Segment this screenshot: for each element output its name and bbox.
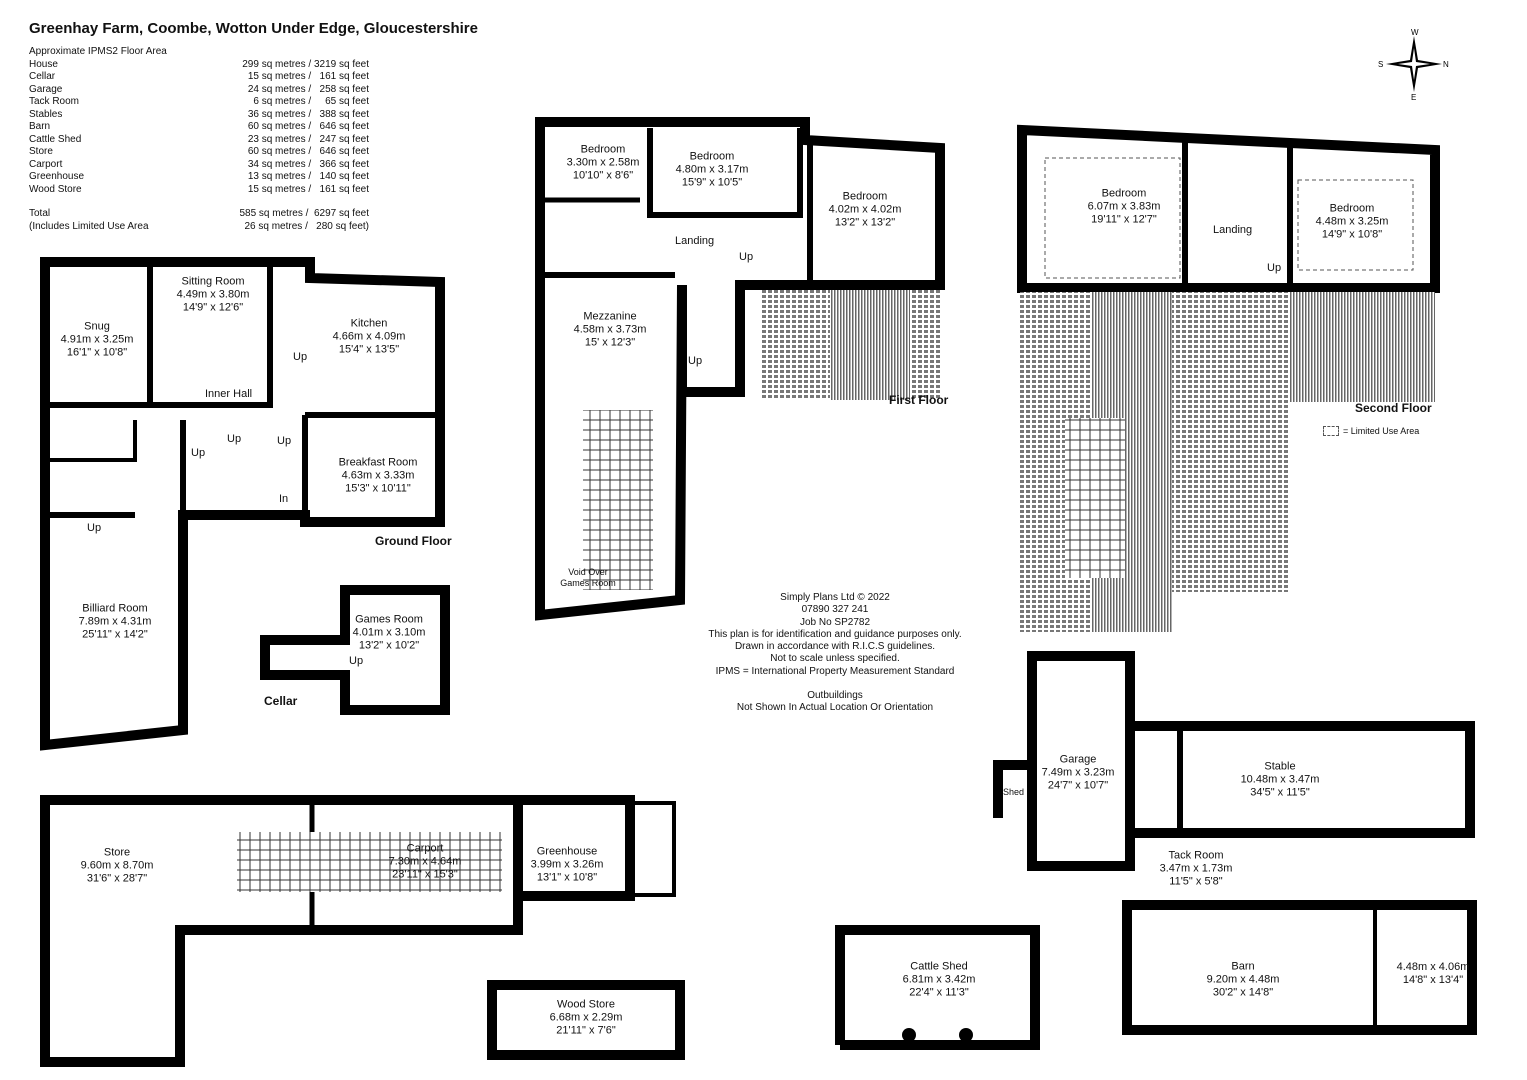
stairs-up-label: Up <box>293 351 308 363</box>
cattle-shed-walls <box>835 925 1040 1050</box>
ground-floor-label: Ground Floor <box>375 534 452 548</box>
note-line: Not to scale unless specified. <box>770 653 900 665</box>
note-line: Drawn in accordance with R.I.C.S guideli… <box>734 641 936 653</box>
cellar-walls <box>260 585 450 715</box>
note-line: Simply Plans Ltd © 2022 <box>780 592 890 603</box>
roof-tiles <box>1172 292 1290 592</box>
svg-text:E: E <box>1411 93 1416 100</box>
cellar-label: Cellar <box>264 694 298 708</box>
second-floor-label: Second Floor <box>1355 401 1432 415</box>
note-line <box>708 678 961 690</box>
first-floor-walls <box>535 117 945 621</box>
stairs-up-label: Up <box>87 522 102 534</box>
second-floor-walls <box>1017 124 1440 293</box>
limited-use-area <box>1297 179 1414 271</box>
greenhouse-porch <box>628 801 676 897</box>
note-line: 07890 327 241 <box>801 604 869 616</box>
shed-walls <box>993 760 1028 818</box>
note-line: Job No SP2782 <box>799 616 871 628</box>
stairs-up-label: Up <box>349 655 364 667</box>
stairs-up-label: Up <box>191 447 206 459</box>
solar-panels <box>237 832 502 892</box>
barn-walls <box>1122 900 1477 1035</box>
plan-title: Greenhay Farm, Coombe, Wotton Under Edge… <box>29 20 478 37</box>
shed-label: Shed <box>1003 787 1025 797</box>
landing-label: Landing <box>675 235 715 247</box>
stairs-up-label: Up <box>277 435 292 447</box>
stairs-up-label: Up <box>739 251 754 263</box>
ground-floor-walls <box>40 257 445 751</box>
dashed-box-icon <box>1323 426 1339 436</box>
wood-store-walls <box>487 980 685 1060</box>
note-line: Outbuildings <box>807 690 863 702</box>
svg-text:S: S <box>1378 60 1383 69</box>
solar-panels <box>1065 418 1125 578</box>
svg-text:N: N <box>1443 60 1449 69</box>
inner-hall-label: Inner Hall <box>205 388 253 400</box>
roof-ridge <box>830 290 910 400</box>
first-floor-label: First Floor <box>889 393 949 407</box>
stairs-up-label: Up <box>227 433 242 445</box>
note-line: Not Shown In Actual Location Or Orientat… <box>736 702 934 714</box>
note-line: IPMS = International Property Measuremen… <box>715 665 955 677</box>
limited-use-legend: = Limited Use Area <box>1323 426 1419 436</box>
post <box>902 1028 916 1042</box>
note-line: This plan is for identification and guid… <box>708 628 962 640</box>
svg-text:W: W <box>1411 28 1419 37</box>
compass-icon: W N E S <box>1378 28 1449 100</box>
stairs-up-label: Up <box>688 355 703 367</box>
entrance-label: In <box>279 493 289 505</box>
limited-use-area <box>1044 157 1181 279</box>
stairs-up-label: Up <box>1267 262 1282 274</box>
roof-tiles <box>1290 292 1435 402</box>
solar-panels <box>583 410 653 590</box>
stable-walls <box>1125 721 1475 838</box>
landing-label: Landing <box>1213 224 1253 236</box>
post <box>959 1028 973 1042</box>
area-heading: Approximate IPMS2 Floor Area <box>29 46 167 57</box>
